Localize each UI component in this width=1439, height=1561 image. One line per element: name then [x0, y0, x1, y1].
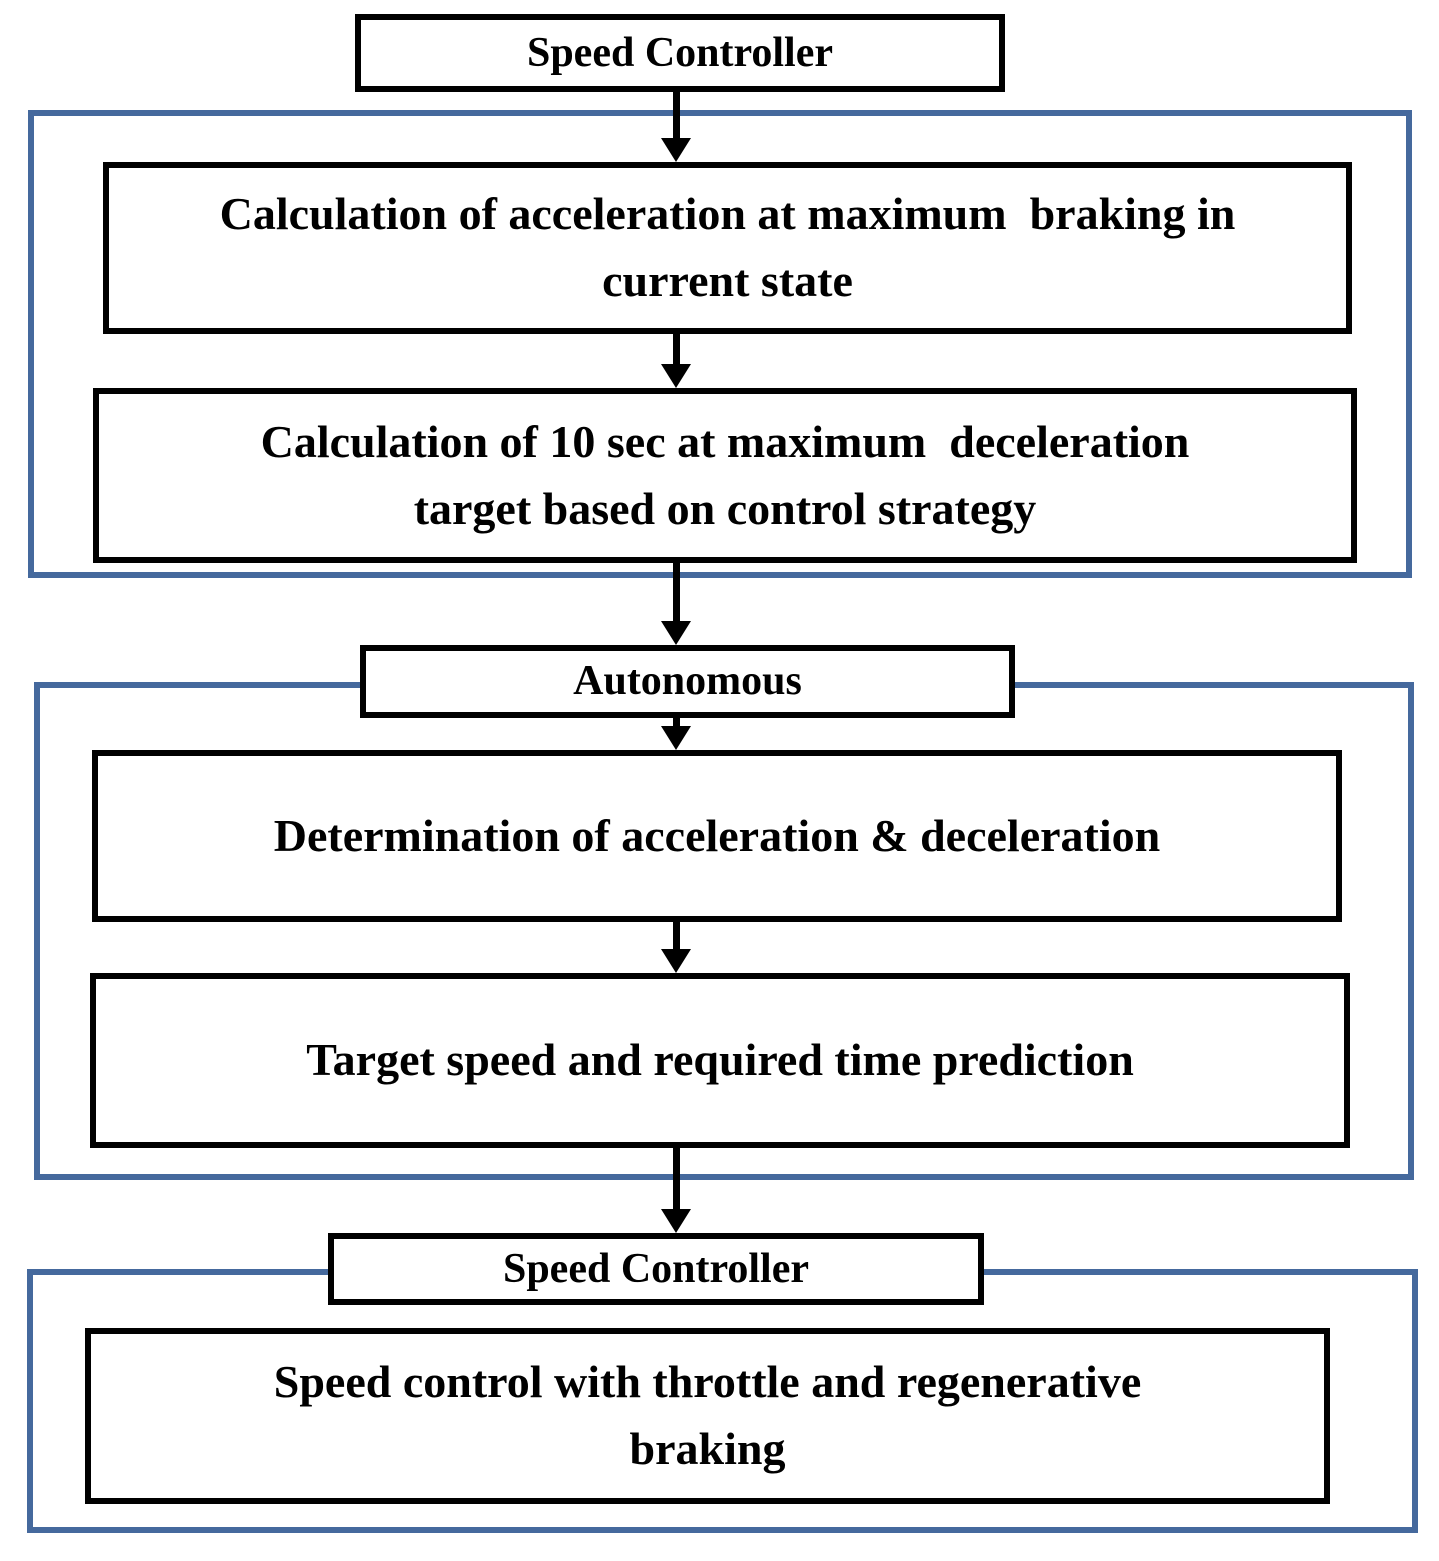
- arrow-down-icon-5: [661, 922, 691, 973]
- group-speed-controller-top: [28, 110, 1412, 578]
- node-speed-controller-top: Speed Controller: [355, 14, 1005, 92]
- node-label-line2: braking: [629, 1423, 786, 1474]
- node-label-line1: Speed control with throttle and regenera…: [273, 1356, 1142, 1408]
- node-determination: Determination of acceleration & decelera…: [92, 750, 1342, 922]
- node-calc-deceleration: Calculation of 10 sec at maximum deceler…: [93, 388, 1357, 563]
- arrow-down-icon-2: [661, 334, 691, 388]
- node-label: Target speed and required time predictio…: [306, 1034, 1134, 1086]
- node-label-line2: target based on control strategy: [413, 482, 1037, 534]
- node-label-line1: Calculation of 10 sec at maximum deceler…: [260, 415, 1190, 467]
- node-label-line2: current state: [602, 255, 853, 306]
- node-speed-controller-bottom: Speed Controller: [328, 1233, 984, 1305]
- arrow-down-icon-3: [661, 563, 691, 645]
- node-label: Speed Controller: [526, 29, 834, 76]
- node-target-speed: Target speed and required time predictio…: [90, 973, 1350, 1148]
- node-autonomous: Autonomous: [360, 645, 1015, 718]
- node-label-line1: Calculation of acceleration at maximum b…: [219, 188, 1236, 240]
- node-speed-control-braking: Speed control with throttle and regenera…: [85, 1328, 1330, 1504]
- arrow-down-icon-4: [661, 718, 691, 750]
- node-calc-acceleration: Calculation of acceleration at maximum b…: [103, 162, 1352, 334]
- node-label: Autonomous: [573, 658, 802, 705]
- arrow-down-icon-1: [661, 92, 691, 162]
- arrow-down-icon-6: [661, 1148, 691, 1233]
- node-label: Speed Controller: [502, 1245, 810, 1292]
- node-label: Determination of acceleration & decelera…: [273, 809, 1161, 861]
